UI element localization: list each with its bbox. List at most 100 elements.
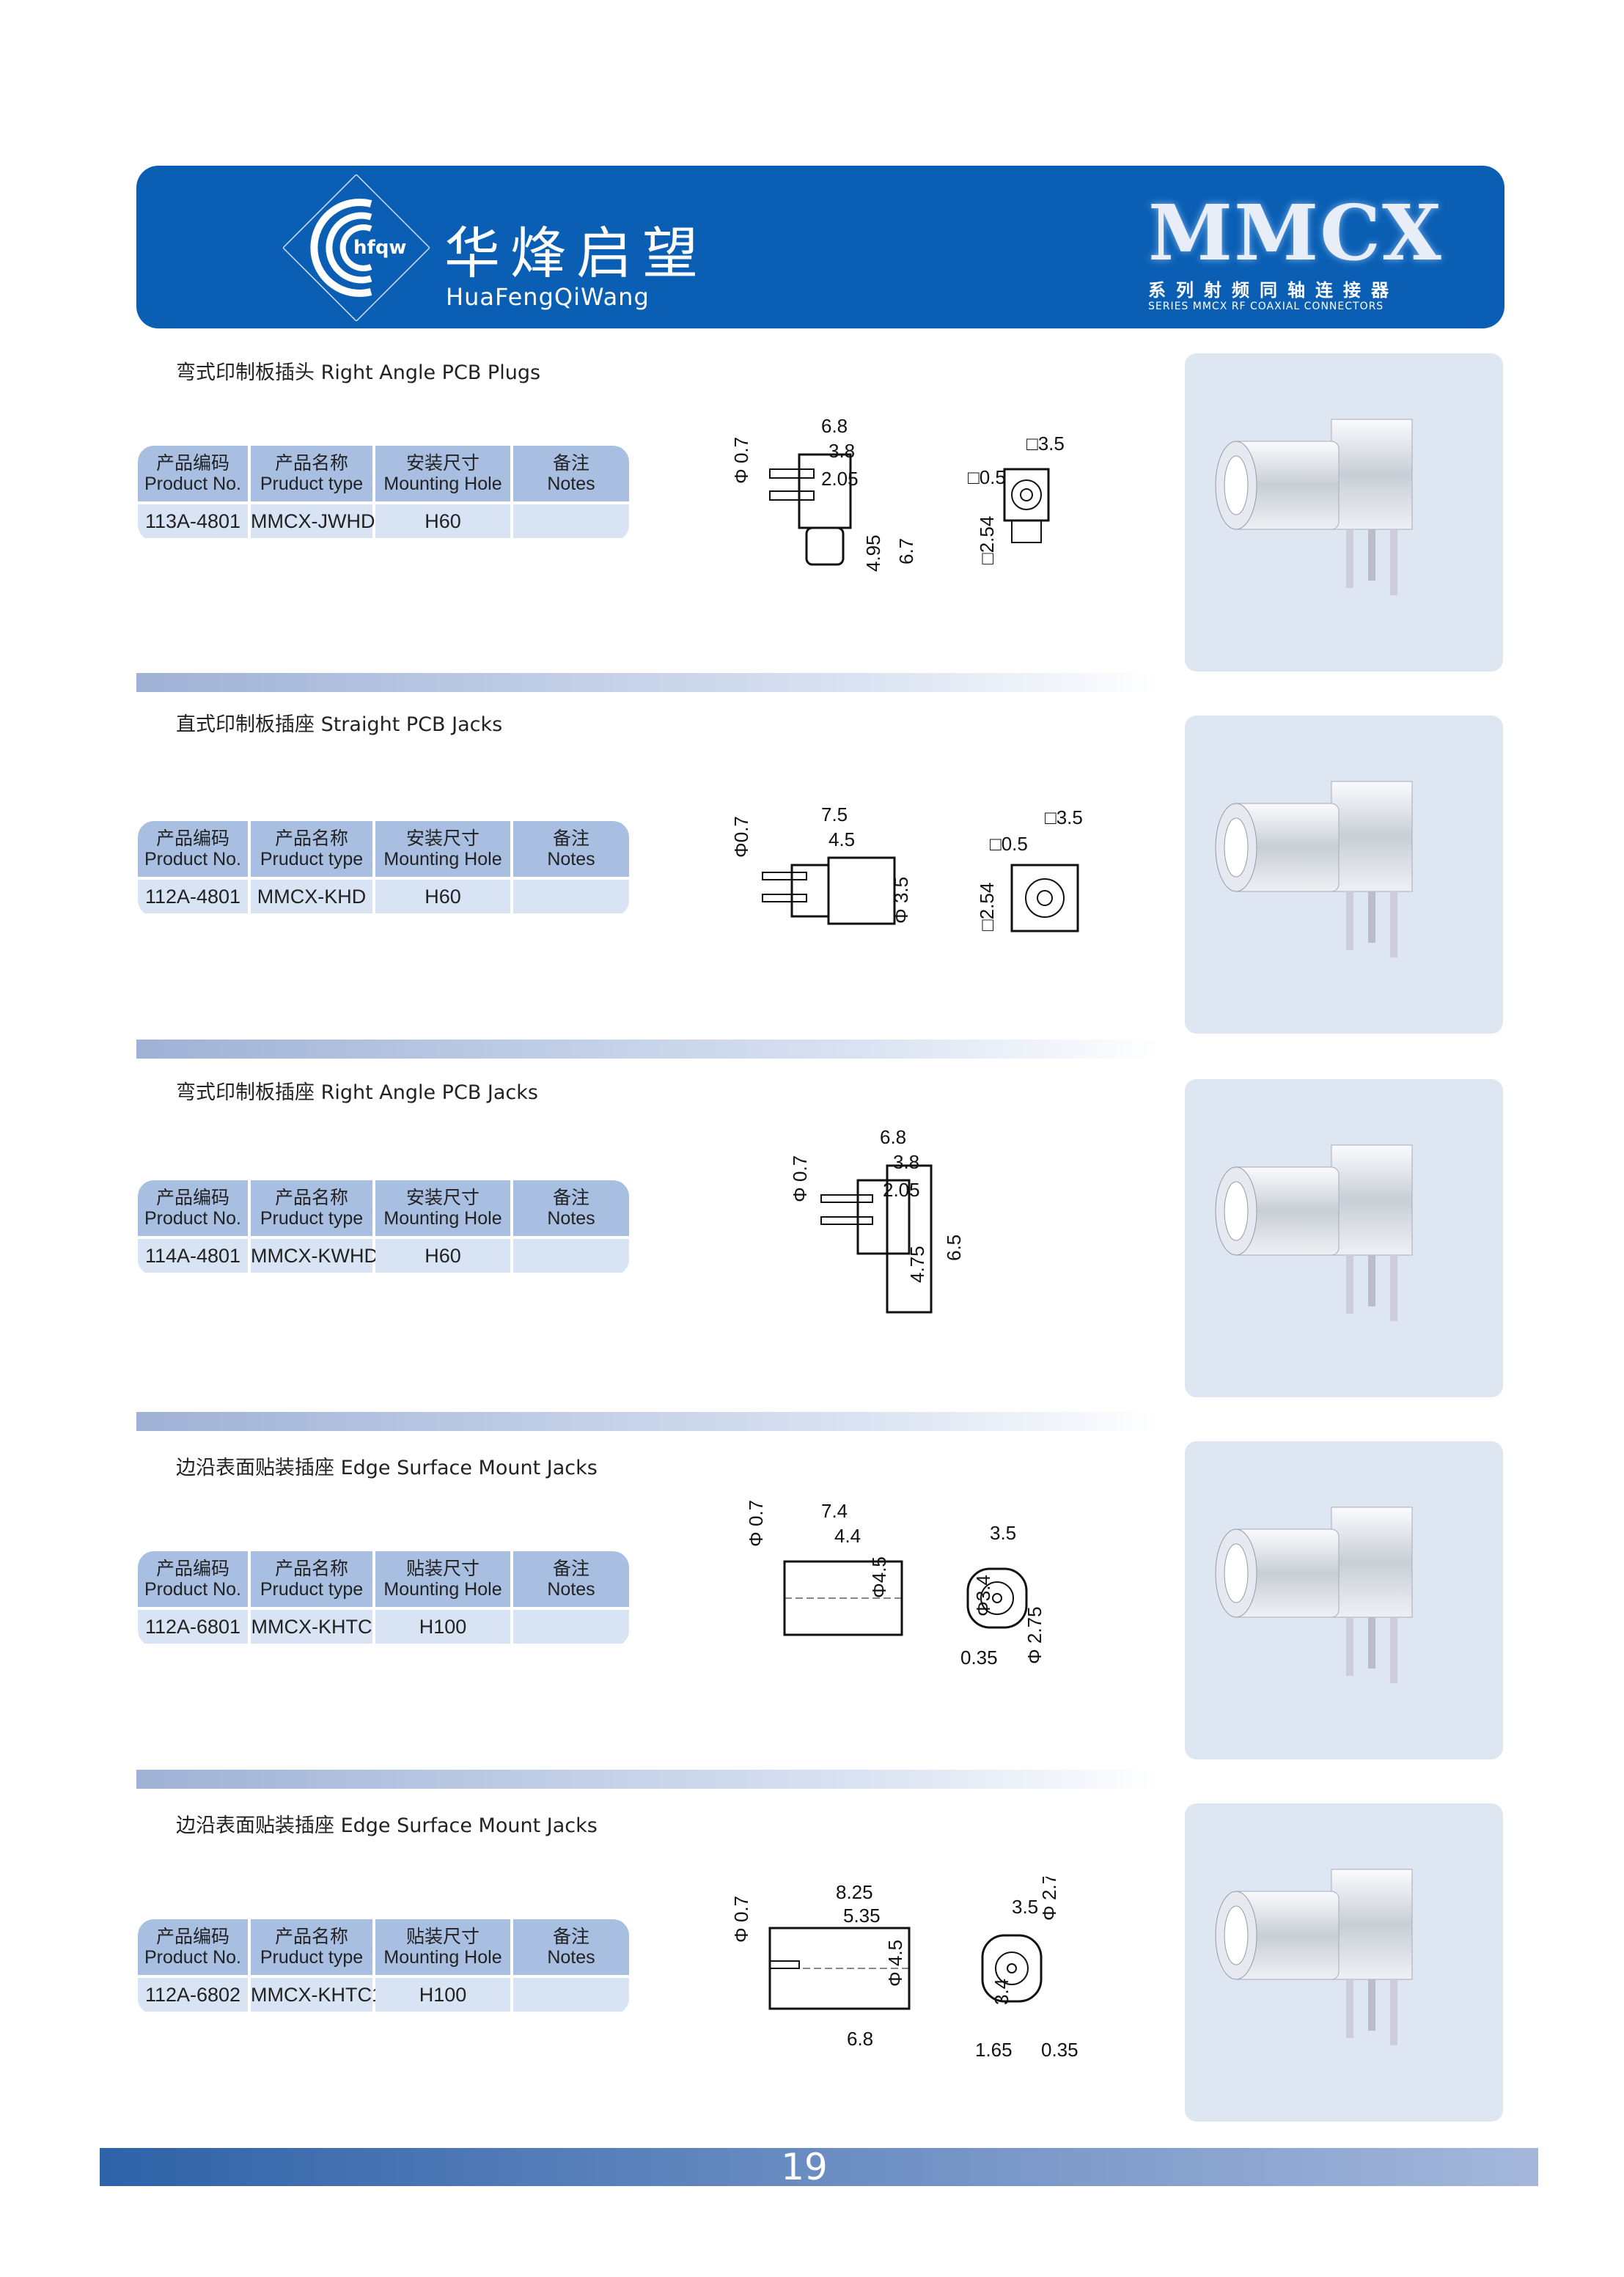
header-label: Product No. <box>144 849 241 869</box>
cell-mounting-hole: H60 <box>375 877 510 913</box>
product-photo <box>1185 1079 1503 1397</box>
cell-product-no: 113A-4801 <box>138 501 248 538</box>
dimension-label: 0.35 <box>960 1647 998 1669</box>
dimension-label: 6.5 <box>943 1235 965 1261</box>
cell-product-no: 112A-6802 <box>138 1975 248 2012</box>
header-label: 产品编码 <box>155 1188 229 1208</box>
connector-illustration-icon <box>1215 781 1413 957</box>
cell-notes <box>513 1607 629 1644</box>
header-label: 产品编码 <box>155 828 229 849</box>
header-label: 产品名称 <box>274 1559 348 1579</box>
dimension-label: 8.25 <box>836 1881 873 1903</box>
cell-product-no: 112A-4801 <box>138 877 248 913</box>
cell-product-no: 114A-4801 <box>138 1236 248 1273</box>
section-divider <box>136 1770 1163 1789</box>
series-subtitle-cn: 系列射频同轴连接器 <box>1148 280 1399 301</box>
header-label: Mounting Hole <box>383 1947 502 1968</box>
dimension-label: 4.75 <box>906 1246 928 1283</box>
section-divider <box>136 673 1163 692</box>
series-subtitle-en: SERIES MMCX RF COAXIAL CONNECTORS <box>1148 301 1384 312</box>
header-label: 备注 <box>552 1559 589 1579</box>
section-title: 弯式印制板插头 Right Angle PCB Plugs <box>176 361 541 384</box>
dimension-label: □3.5 <box>1045 806 1083 828</box>
connector-illustration-icon <box>1215 1507 1413 1683</box>
dimension-label: 6.8 <box>821 415 848 437</box>
cell-product-type: MMCX-KHTC <box>251 1607 372 1644</box>
dimension-label: Φ 0.7 <box>789 1155 811 1202</box>
header-label: 产品编码 <box>155 453 229 474</box>
dimension-label: 3.5 <box>1012 1896 1038 1918</box>
dimension-label: Φ 0.7 <box>745 1500 767 1547</box>
header-label: 产品编码 <box>155 1559 229 1579</box>
dimension-label: 3.8 <box>828 440 855 462</box>
dimension-label: □0.5 <box>968 466 1006 488</box>
cell-product-type: MMCX-KWHD <box>251 1236 378 1273</box>
section-title: 直式印制板插座 Straight PCB Jacks <box>176 713 503 736</box>
series-title: MMCX <box>1148 188 1443 278</box>
header-label: 安装尺寸 <box>405 453 480 474</box>
header-label: Product No. <box>144 474 241 494</box>
dimension-label: 6.7 <box>895 538 917 564</box>
dimension-label: 4.5 <box>828 828 855 850</box>
dimension-label: □2.54 <box>976 883 998 931</box>
page-number: 19 <box>781 2146 828 2188</box>
dimension-label: Φ4.5 <box>868 1556 890 1598</box>
header-label: 安装尺寸 <box>405 828 480 849</box>
page-footer-bar: 19 <box>100 2148 1538 2186</box>
header-label: Notes <box>547 1947 595 1968</box>
dimension-label: Φ 0.7 <box>730 1896 752 1943</box>
dimension-label: Φ 4.5 <box>884 1940 906 1987</box>
header-label: Pruduct type <box>260 474 364 494</box>
header-label: Mounting Hole <box>383 1208 502 1229</box>
dimension-label: □0.5 <box>990 833 1028 855</box>
header-label: 备注 <box>552 1927 589 1947</box>
dimension-label: 7.5 <box>821 803 848 825</box>
header-label: Mounting Hole <box>383 1579 502 1600</box>
header-label: Pruduct type <box>260 1208 364 1229</box>
cell-mounting-hole: H100 <box>375 1975 510 2012</box>
product-photo <box>1185 1803 1503 2122</box>
dimension-label: 7.4 <box>821 1500 848 1522</box>
product-photo <box>1185 716 1503 1034</box>
header-label: Notes <box>547 1579 595 1600</box>
cell-product-type: MMCX-KHD <box>251 877 372 913</box>
header-label: 安装尺寸 <box>405 1188 480 1208</box>
cell-product-type: MMCX-KHTC1 <box>251 1975 383 2012</box>
dimension-label: Φ3.4 <box>972 1575 994 1616</box>
dimension-label: 4.4 <box>834 1525 861 1547</box>
cell-mounting-hole: H60 <box>375 501 510 538</box>
section-title: 边沿表面贴装插座 Edge Surface Mount Jacks <box>176 1457 598 1479</box>
header-label: 贴装尺寸 <box>405 1927 480 1947</box>
product-photo <box>1185 353 1503 672</box>
header-label: 备注 <box>552 828 589 849</box>
header-label: Product No. <box>144 1208 241 1229</box>
dimension-label: □2.54 <box>976 516 998 564</box>
dimension-label: 6.8 <box>847 2028 873 2050</box>
header-label: 产品编码 <box>155 1927 229 1947</box>
cell-mounting-hole: H100 <box>375 1607 510 1644</box>
dimension-label: 4.95 <box>862 534 884 572</box>
dimension-label: Φ 2.75 <box>1024 1606 1046 1664</box>
dimension-label: Φ0.7 <box>730 816 752 858</box>
header-label: Pruduct type <box>260 1947 364 1968</box>
header-label: 产品名称 <box>274 453 348 474</box>
dimension-label: 0.35 <box>1041 2039 1079 2061</box>
